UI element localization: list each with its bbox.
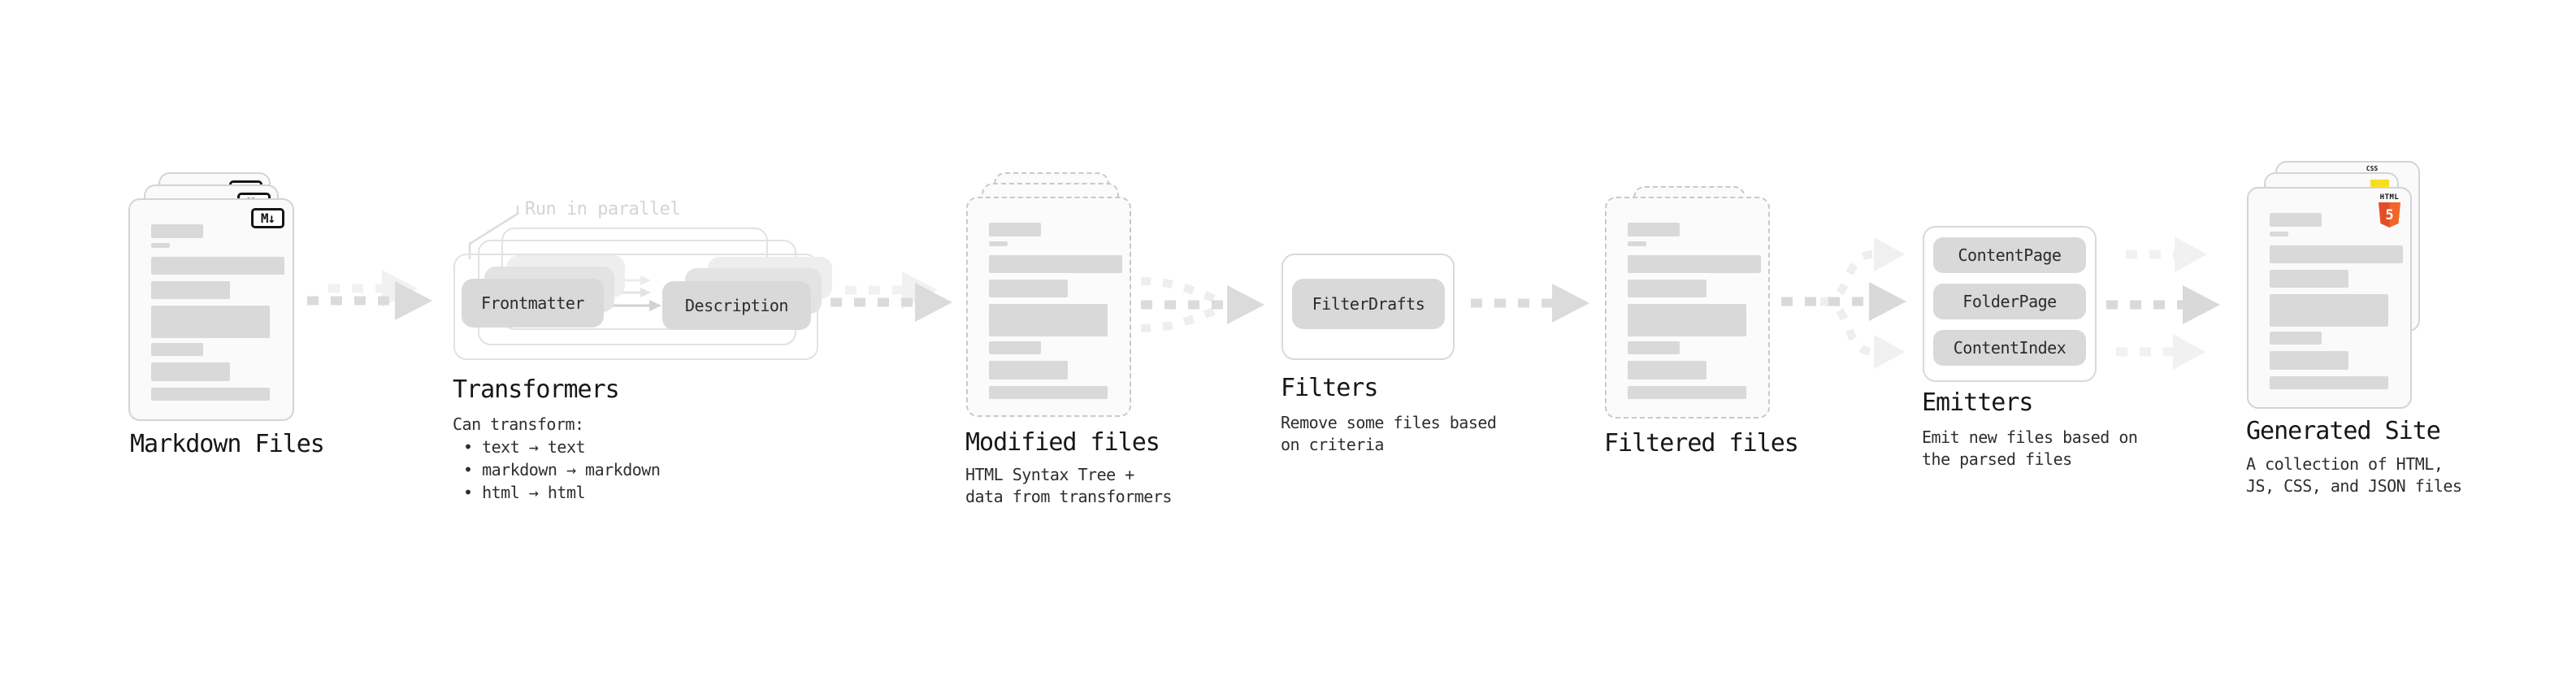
text-line-placeholder — [2270, 332, 2322, 345]
text-line-placeholder — [1628, 304, 1746, 336]
text-line-placeholder — [989, 241, 1008, 246]
text-line-placeholder — [989, 223, 1041, 236]
js-file-icon — [2370, 180, 2389, 189]
css-icon-label: CSS — [2366, 165, 2379, 172]
markdown-files-title: Markdown Files — [130, 430, 325, 458]
arrow-transformers-to-modified — [830, 271, 952, 322]
text-line-placeholder — [989, 341, 1041, 354]
description-line: the parsed files — [1922, 449, 2072, 469]
html5-icon-label: HTML — [2379, 193, 2400, 202]
text-line-placeholder — [989, 255, 1122, 273]
text-line-placeholder — [151, 306, 270, 338]
text-line-placeholder — [151, 224, 203, 238]
text-line-placeholder — [2270, 270, 2348, 288]
filters-title: Filters — [1281, 374, 1378, 402]
text-line-placeholder — [989, 280, 1068, 297]
text-line-placeholder — [2270, 245, 2403, 263]
description-line: on criteria — [1281, 435, 1384, 454]
transformers-description: Can transform: • text → text • markdown … — [453, 414, 661, 504]
text-line-placeholder — [989, 361, 1068, 380]
filters-box: FilterDrafts — [1281, 254, 1455, 360]
text-line-placeholder — [2270, 376, 2388, 389]
contentpage-pill: ContentPage — [1933, 237, 2086, 273]
modified-files-description: HTML Syntax Tree + data from transformer… — [965, 464, 1172, 508]
text-line-placeholder — [151, 388, 270, 401]
description-pill: Description — [662, 281, 811, 330]
description-line: A collection of HTML, — [2246, 454, 2444, 474]
text-line-placeholder — [1628, 386, 1746, 399]
text-line-placeholder — [151, 243, 170, 248]
callout-line-run-in-parallel — [468, 206, 519, 259]
transform-bullet: • html → html — [463, 483, 586, 502]
description-line: JS, CSS, and JSON files — [2246, 476, 2462, 496]
text-line-placeholder — [151, 362, 230, 381]
filtered-file-card-front — [1605, 197, 1770, 419]
text-line-placeholder — [151, 281, 230, 299]
filters-description: Remove some files based on criteria — [1281, 412, 1497, 456]
markdown-file-card-front: M↓ — [128, 198, 294, 421]
filterdrafts-pill: FilterDrafts — [1292, 279, 1445, 329]
description-line: Remove some files based — [1281, 413, 1497, 432]
description-line: data from transformers — [965, 487, 1172, 506]
folderpage-pill: FolderPage — [1933, 284, 2086, 319]
arrow-markdown-to-transformers — [307, 270, 432, 320]
transform-bullet: • text → text — [463, 437, 586, 457]
markdown-icon: M↓ — [251, 208, 284, 228]
text-line-placeholder — [2270, 213, 2322, 227]
description-line: Emit new files based on — [1922, 427, 2138, 447]
text-line-placeholder — [1628, 361, 1706, 380]
emitters-description: Emit new files based on the parsed files — [1922, 427, 2138, 471]
text-line-placeholder — [1628, 223, 1680, 236]
html5-icon-shield: 5 — [2379, 202, 2400, 228]
generated-site-description: A collection of HTML, JS, CSS, and JSON … — [2246, 453, 2462, 497]
run-in-parallel-annotation: Run in parallel — [525, 199, 681, 219]
arrows-emitters-to-generated — [2106, 236, 2220, 370]
transform-bullet: • markdown → markdown — [463, 460, 661, 479]
text-line-placeholder — [1628, 255, 1761, 273]
text-line-placeholder — [151, 257, 284, 275]
html5-icon: HTML 5 — [2379, 193, 2400, 228]
text-line-placeholder — [2270, 294, 2388, 327]
arrow-modified-to-filters-converge — [1140, 277, 1264, 332]
generated-file-card-front: HTML 5 — [2247, 187, 2412, 409]
frontmatter-pill: Frontmatter — [462, 279, 604, 327]
text-line-placeholder — [1628, 280, 1706, 297]
arrow-filters-to-filtered — [1471, 284, 1589, 323]
transformers-title: Transformers — [453, 375, 620, 404]
filtered-files-title: Filtered files — [1604, 429, 1799, 458]
arrow-filtered-to-emitters-diverge — [1781, 237, 1906, 369]
modified-files-title: Modified files — [965, 428, 1160, 457]
text-line-placeholder — [1628, 241, 1646, 246]
generated-site-title: Generated Site — [2246, 417, 2441, 445]
emitters-box: ContentPage FolderPage ContentIndex — [1923, 226, 2097, 382]
text-line-placeholder — [989, 304, 1108, 336]
contentindex-pill: ContentIndex — [1933, 330, 2086, 366]
text-line-placeholder — [151, 343, 203, 356]
text-line-placeholder — [1628, 341, 1680, 354]
can-transform-heading: Can transform: — [453, 414, 584, 434]
modified-file-card-front — [966, 197, 1131, 417]
text-line-placeholder — [2270, 351, 2348, 370]
emitters-title: Emitters — [1922, 388, 2033, 417]
text-line-placeholder — [989, 386, 1108, 399]
text-line-placeholder — [2270, 232, 2288, 236]
description-line: HTML Syntax Tree + — [965, 465, 1134, 484]
